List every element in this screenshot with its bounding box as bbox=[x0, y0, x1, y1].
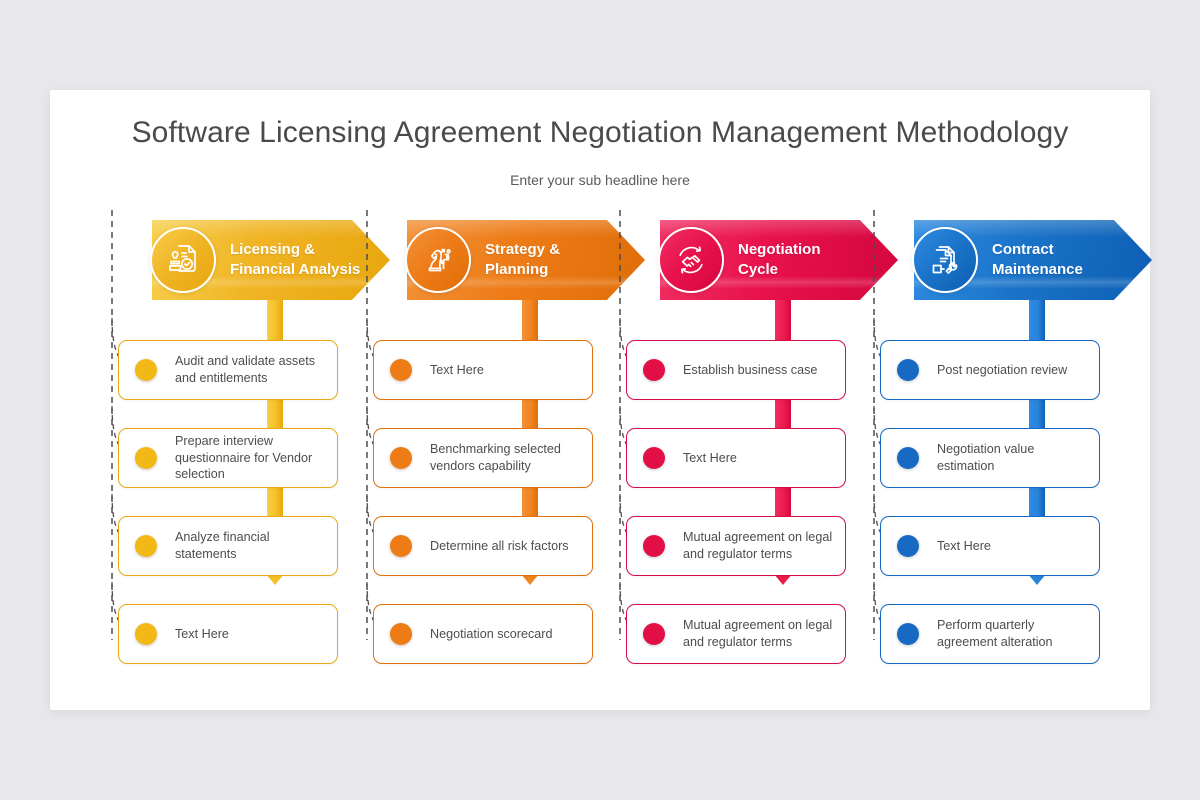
step-bullet-dot bbox=[897, 447, 919, 469]
header-line-1: Licensing & bbox=[230, 240, 316, 258]
step-bullet-dot bbox=[643, 535, 665, 557]
header-line-1: Strategy & bbox=[485, 240, 561, 258]
header-line-2: Cycle bbox=[738, 261, 779, 278]
step-label: Analyze financial statements bbox=[175, 530, 270, 561]
step-bullet-dot bbox=[897, 623, 919, 645]
step-label: Audit and validate assets and entitlemen… bbox=[175, 354, 316, 385]
step-card[interactable]: Text Here bbox=[373, 340, 593, 400]
step-bullet-dot bbox=[135, 359, 157, 381]
step-bullet-dot bbox=[390, 359, 412, 381]
step-card[interactable]: Prepare interview questionnaire for Vend… bbox=[118, 428, 338, 488]
step-label: Prepare interview questionnaire for Vend… bbox=[175, 434, 313, 482]
step-label: Benchmarking selected vendors capability bbox=[430, 442, 561, 473]
column-spine bbox=[1029, 296, 1045, 552]
step-card[interactable]: Negotiation scorecard bbox=[373, 604, 593, 664]
header-line-1: Contract bbox=[992, 240, 1054, 258]
step-label: Text Here bbox=[430, 362, 484, 377]
column-spine bbox=[775, 296, 791, 552]
header-line-2: Financial Analysis bbox=[230, 261, 361, 278]
chess-knight-strategy-icon bbox=[405, 227, 471, 293]
step-card[interactable]: Text Here bbox=[626, 428, 846, 488]
step-bullet-dot bbox=[643, 359, 665, 381]
step-bullet-dot bbox=[897, 359, 919, 381]
step-card[interactable]: Perform quarterly agreement alteration bbox=[880, 604, 1100, 664]
step-bullet-dot bbox=[135, 447, 157, 469]
stamp-document-check-icon bbox=[150, 227, 216, 293]
column-header-title: Licensing & Financial Analysis bbox=[230, 220, 360, 300]
slide-canvas: Software Licensing Agreement Negotiation… bbox=[50, 90, 1152, 710]
page-title: Software Licensing Agreement Negotiation… bbox=[131, 116, 1069, 149]
step-card[interactable]: Determine all risk factors bbox=[373, 516, 593, 576]
step-card[interactable]: Establish business case bbox=[626, 340, 846, 400]
header-line-2: Maintenance bbox=[992, 261, 1083, 278]
header-line-1: Negotiation bbox=[738, 240, 821, 258]
step-label: Perform quarterly agreement alteration bbox=[937, 618, 1053, 649]
step-card[interactable]: Mutual agreement on legal and regulator … bbox=[626, 604, 846, 664]
step-bullet-dot bbox=[135, 623, 157, 645]
handshake-cycle-icon bbox=[658, 227, 724, 293]
header-line-2: Planning bbox=[485, 261, 549, 278]
page-subtitle: Enter your sub headline here bbox=[510, 172, 690, 188]
step-label: Negotiation value estimation bbox=[937, 442, 1035, 473]
step-label: Determine all risk factors bbox=[430, 538, 569, 553]
step-bullet-dot bbox=[135, 535, 157, 557]
step-label: Establish business case bbox=[683, 362, 818, 377]
step-label: Negotiation scorecard bbox=[430, 626, 553, 641]
step-label: Mutual agreement on legal and regulator … bbox=[683, 530, 833, 561]
step-bullet-dot bbox=[897, 535, 919, 557]
step-bullet-dot bbox=[390, 623, 412, 645]
step-card[interactable]: Audit and validate assets and entitlemen… bbox=[118, 340, 338, 400]
column-licensing-financial-analysis: Licensing & Financial Analysis Audit and … bbox=[100, 90, 390, 710]
step-label: Mutual agreement on legal and regulator … bbox=[683, 618, 833, 649]
column-spine bbox=[267, 296, 283, 552]
step-card[interactable]: Mutual agreement on legal and regulator … bbox=[626, 516, 846, 576]
step-card[interactable]: Post negotiation review bbox=[880, 340, 1100, 400]
step-card[interactable]: Negotiation value estimation bbox=[880, 428, 1100, 488]
document-wrench-icon bbox=[912, 227, 978, 293]
step-label: Post negotiation review bbox=[937, 362, 1068, 377]
step-label: Text Here bbox=[683, 450, 737, 465]
step-bullet-dot bbox=[390, 535, 412, 557]
step-bullet-dot bbox=[643, 623, 665, 645]
step-bullet-dot bbox=[643, 447, 665, 469]
step-card[interactable]: Text Here bbox=[118, 604, 338, 664]
step-card[interactable]: Analyze financial statements bbox=[118, 516, 338, 576]
step-card[interactable]: Benchmarking selected vendors capability bbox=[373, 428, 593, 488]
step-bullet-dot bbox=[390, 447, 412, 469]
step-label: Text Here bbox=[175, 626, 229, 641]
step-card[interactable]: Text Here bbox=[880, 516, 1100, 576]
column-header-title: Strategy & Planning bbox=[485, 220, 560, 300]
step-label: Text Here bbox=[937, 538, 991, 553]
column-spine bbox=[522, 296, 538, 552]
